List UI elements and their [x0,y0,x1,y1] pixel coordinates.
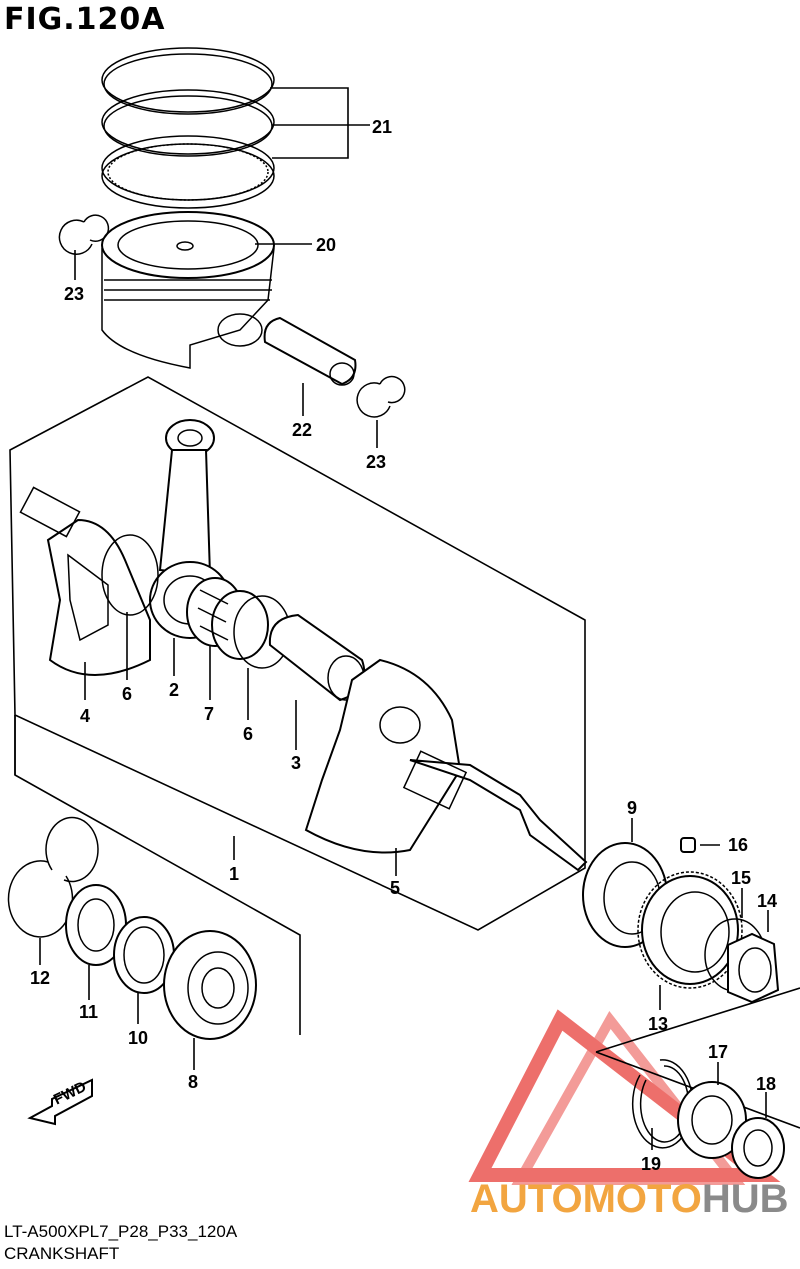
callout-11: 11 [79,1002,98,1022]
callout-20: 20 [316,235,336,255]
callout-21: 21 [372,117,392,137]
callout-16: 16 [728,835,748,855]
model-code: LT-A500XPL7_P28_P33_120A [4,1222,238,1241]
thrust-washer-left [101,534,159,616]
callout-22: 22 [292,420,312,440]
callout-4: 4 [80,706,90,726]
callout-1: 1 [229,864,239,884]
callout-14: 14 [757,891,777,911]
callout-19: 19 [641,1154,661,1174]
svg-text:AUTOMOTOHUB: AUTOMOTOHUB [470,1177,789,1221]
callout-10: 10 [128,1028,148,1048]
callout-5: 5 [390,878,400,898]
figure-title: FIG.120A [4,2,166,37]
piston-pin-circlip-left [58,214,110,255]
callout-12: 12 [30,968,50,988]
callout-17: 17 [708,1042,728,1062]
callout-2: 2 [169,680,179,700]
watermark-logo [468,1009,781,1185]
gear-13 [637,871,743,989]
oil-seal-18 [731,1117,785,1179]
callout-9: 9 [627,798,637,818]
watermark-text-hub: HUB [702,1177,789,1221]
bearing-8 [163,930,257,1040]
callout-labels: 21 20 23 22 23 4 6 2 7 6 3 1 5 9 16 15 1… [30,117,777,1174]
callout-6-left: 6 [122,684,132,704]
callout-23-right: 23 [366,452,386,472]
piston [101,211,275,369]
key-16 [680,837,696,853]
circlip-19 [631,1059,694,1149]
callout-8: 8 [188,1072,198,1092]
section-name: CRANKSHAFT [4,1244,120,1263]
callout-15: 15 [731,868,751,888]
forward-direction-arrow: FWD [27,1078,93,1126]
callout-13: 13 [648,1014,668,1034]
callout-18: 18 [756,1074,776,1094]
watermark-text-moto: MOTO [583,1177,702,1221]
piston-pin [263,316,357,386]
callout-7: 7 [204,704,214,724]
nut-14 [727,932,780,1004]
crank-web-right [304,658,588,872]
piston-ring-set [101,47,275,209]
piston-pin-circlip-right [356,375,406,418]
bearing-17 [677,1081,747,1159]
needle-bearing [186,577,269,660]
callout-23-left: 23 [64,284,84,304]
callout-3: 3 [291,753,301,773]
crank-web-left [19,486,151,676]
callout-6-right: 6 [243,724,253,744]
watermark-text-auto: AUTO [470,1177,583,1221]
